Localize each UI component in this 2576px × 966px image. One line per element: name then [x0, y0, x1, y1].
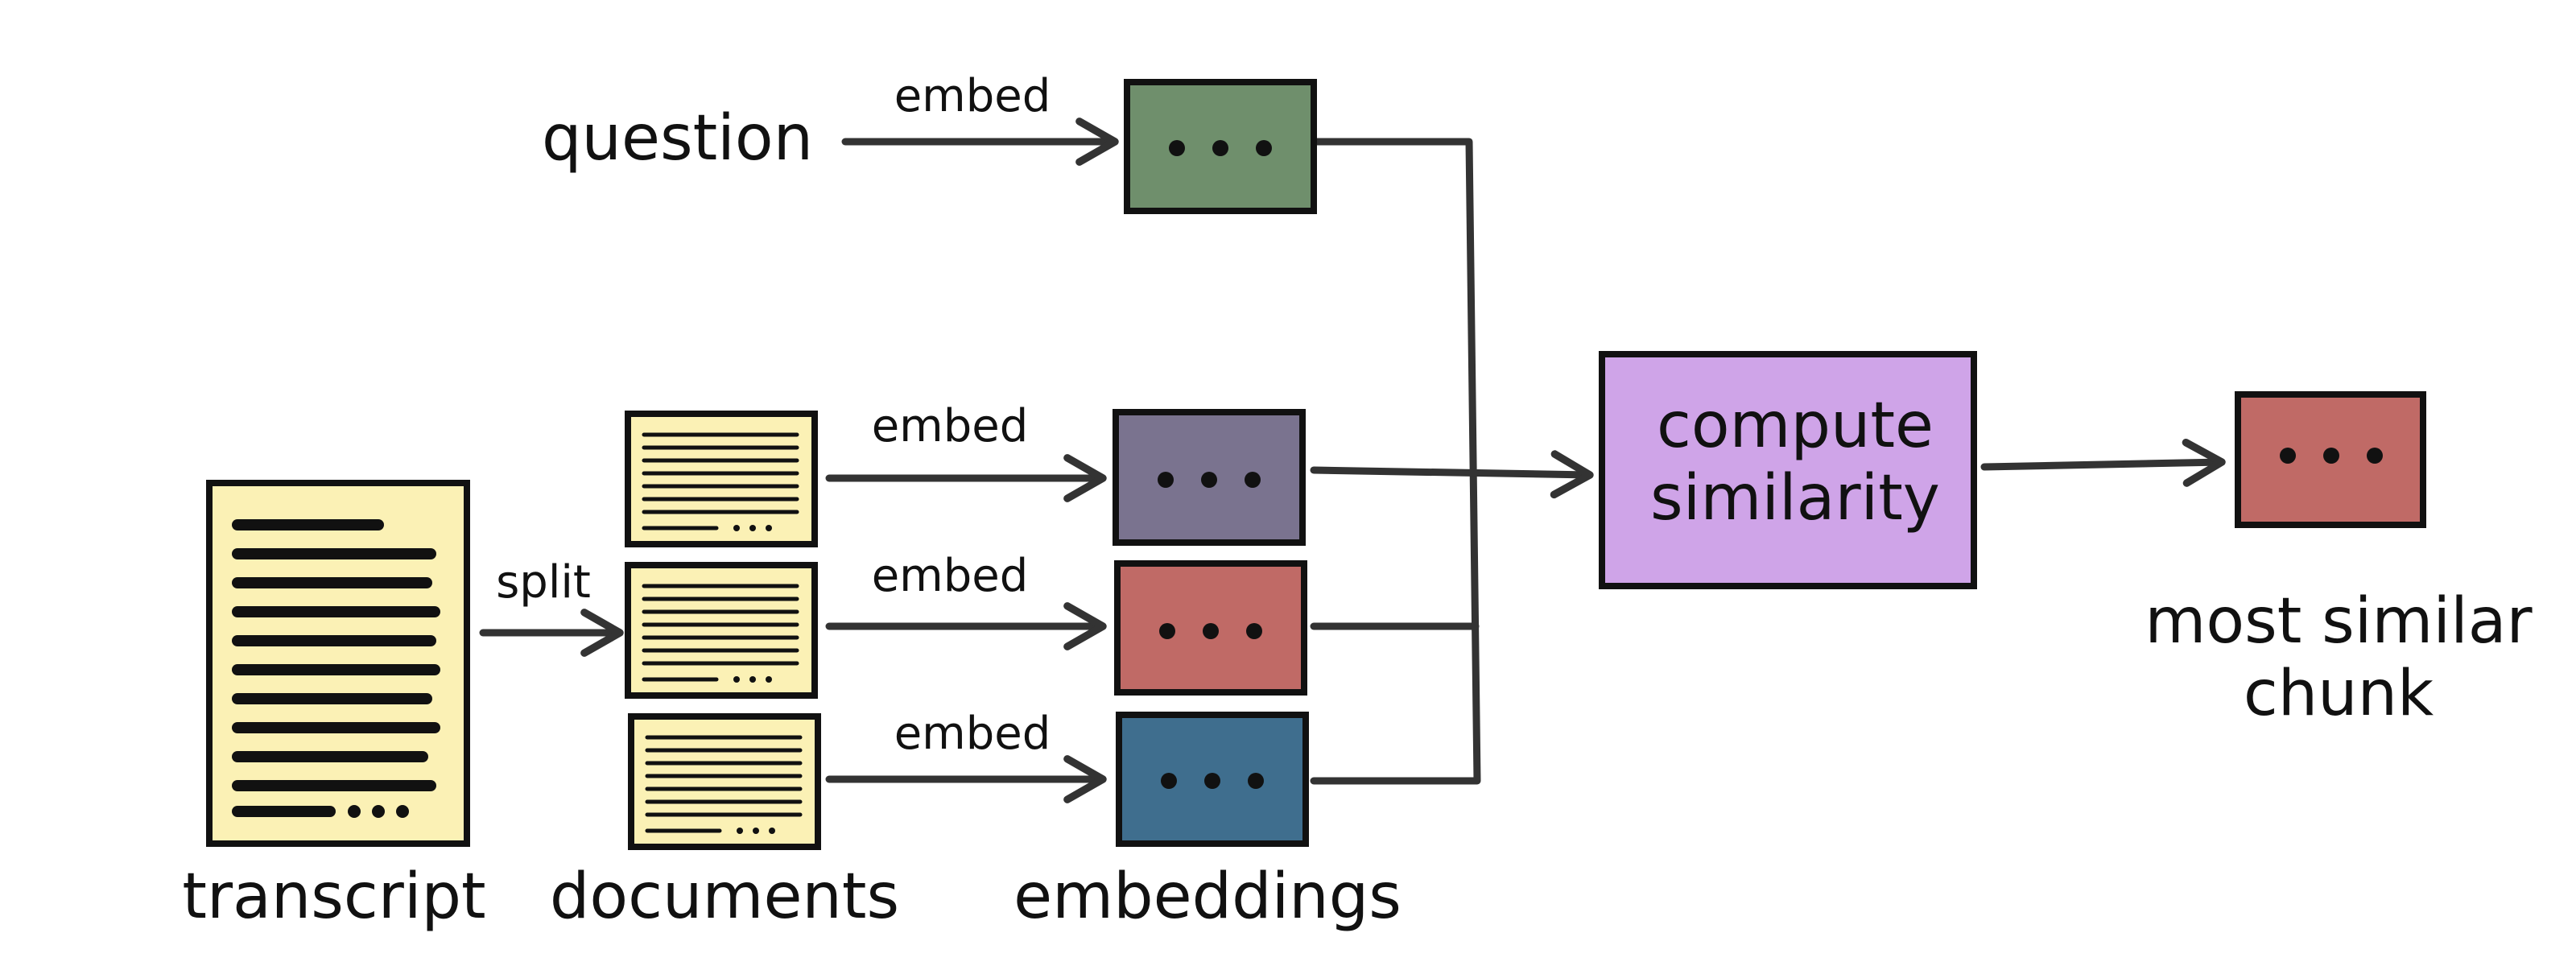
ellipsis-icon — [2280, 448, 2383, 464]
documents-label: documents — [550, 861, 899, 933]
ellipsis-icon — [1161, 773, 1264, 789]
embed-doc3-label: embed — [894, 708, 1051, 760]
doc3-embedding — [1116, 712, 1309, 847]
document-icon — [206, 480, 470, 847]
compute-label-line1: compute — [1657, 390, 1934, 462]
split-label: split — [496, 556, 591, 609]
embed-question-label: embed — [894, 70, 1051, 122]
question-to-merge-wire — [1310, 138, 1481, 785]
embed-doc2-label: embed — [872, 550, 1029, 602]
result-embedding — [2235, 391, 2426, 528]
question-embedding-box — [1124, 79, 1317, 214]
ellipsis-icon — [1158, 472, 1261, 488]
document-icon — [625, 562, 818, 699]
transcript-label: transcript — [182, 861, 485, 933]
ellipsis-icon — [1169, 140, 1272, 156]
compute-similarity: compute similarity — [1599, 351, 1977, 589]
question-embedding — [1124, 79, 1317, 214]
document-chunk-1 — [625, 411, 818, 547]
result-label-line1: most similar — [2145, 585, 2533, 658]
document-chunk-2 — [625, 562, 818, 699]
document-icon — [628, 713, 821, 850]
compute-label-line2: similarity — [1650, 462, 1940, 535]
doc1-embedding — [1113, 409, 1306, 546]
embed-doc1-label: embed — [872, 400, 1029, 452]
result-label-line2: chunk — [2244, 658, 2434, 730]
compute-similarity-box — [1599, 351, 1977, 589]
document-chunk-3 — [628, 713, 821, 850]
embeddings-label: embeddings — [1013, 861, 1402, 933]
doc2-embedding — [1114, 560, 1307, 696]
question-label: question — [542, 102, 813, 175]
compute-to-result-arrow — [1980, 438, 2226, 487]
connectors — [479, 118, 2226, 803]
transcript-document — [206, 480, 470, 847]
document-icon — [625, 411, 818, 547]
doc1-to-compute-arrow — [1310, 450, 1594, 499]
ellipsis-icon — [1159, 623, 1262, 639]
